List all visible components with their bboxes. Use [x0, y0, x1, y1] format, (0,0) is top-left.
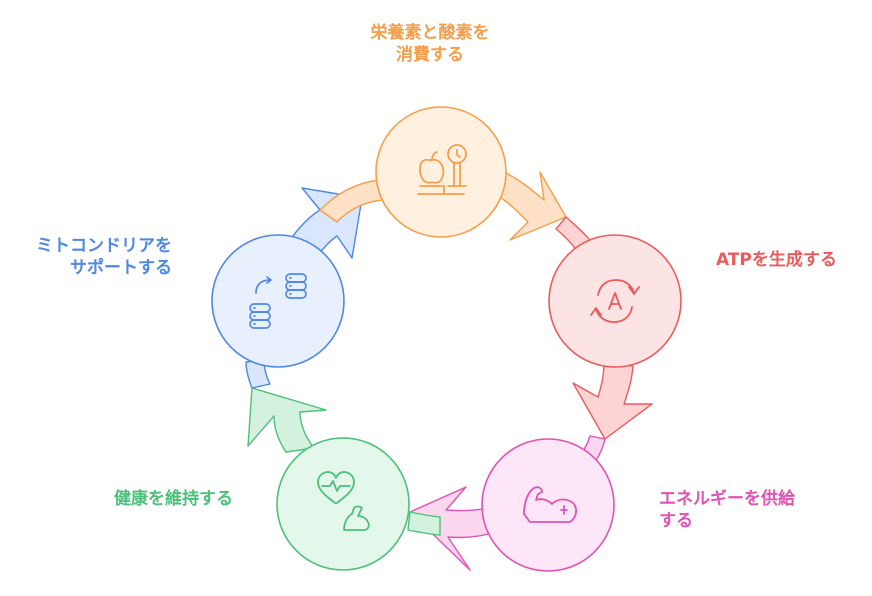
- atp-cycle-icon: [590, 279, 640, 323]
- step-label-line: ミトコンドリアを: [36, 236, 172, 256]
- step-label-line: 消費する: [396, 45, 464, 65]
- arrow-energy-to-health: [409, 486, 493, 571]
- database-sync-icon: [249, 273, 307, 329]
- step-label-line: サポートする: [70, 258, 172, 278]
- flexed-arm-icon: [523, 486, 577, 523]
- step-label-line: エネルギーを供給: [659, 489, 795, 509]
- step-circle-atp: [548, 234, 682, 368]
- step-label-nutrients: 栄養素と酸素を 消費する: [330, 22, 530, 66]
- step-label-energy: エネルギーを供給 する: [659, 488, 795, 532]
- arrow-nutrients-to-atp: [497, 171, 567, 241]
- step-label-line: ATPを生成する: [716, 250, 837, 270]
- step-label-health: 健康を維持する: [90, 488, 233, 510]
- apple-scale-icon: [417, 144, 467, 195]
- step-label-line: 健康を維持する: [114, 489, 233, 509]
- arrow-atp-to-energy: [572, 361, 653, 440]
- step-label-mito: ミトコンドリアを サポートする: [10, 235, 172, 279]
- arrow-health-to-mito: [247, 387, 327, 453]
- heart-arm-icon: [317, 471, 370, 531]
- step-label-line: する: [659, 511, 693, 531]
- step-circle-health: [276, 437, 410, 571]
- connector-green: [407, 511, 441, 536]
- step-circle-mito: [211, 234, 345, 368]
- step-label-line: 栄養素と酸素を: [370, 23, 490, 43]
- step-label-atp: ATPを生成する: [716, 249, 837, 271]
- step-circle-energy: [481, 438, 615, 572]
- step-circle-nutrients: [375, 106, 507, 238]
